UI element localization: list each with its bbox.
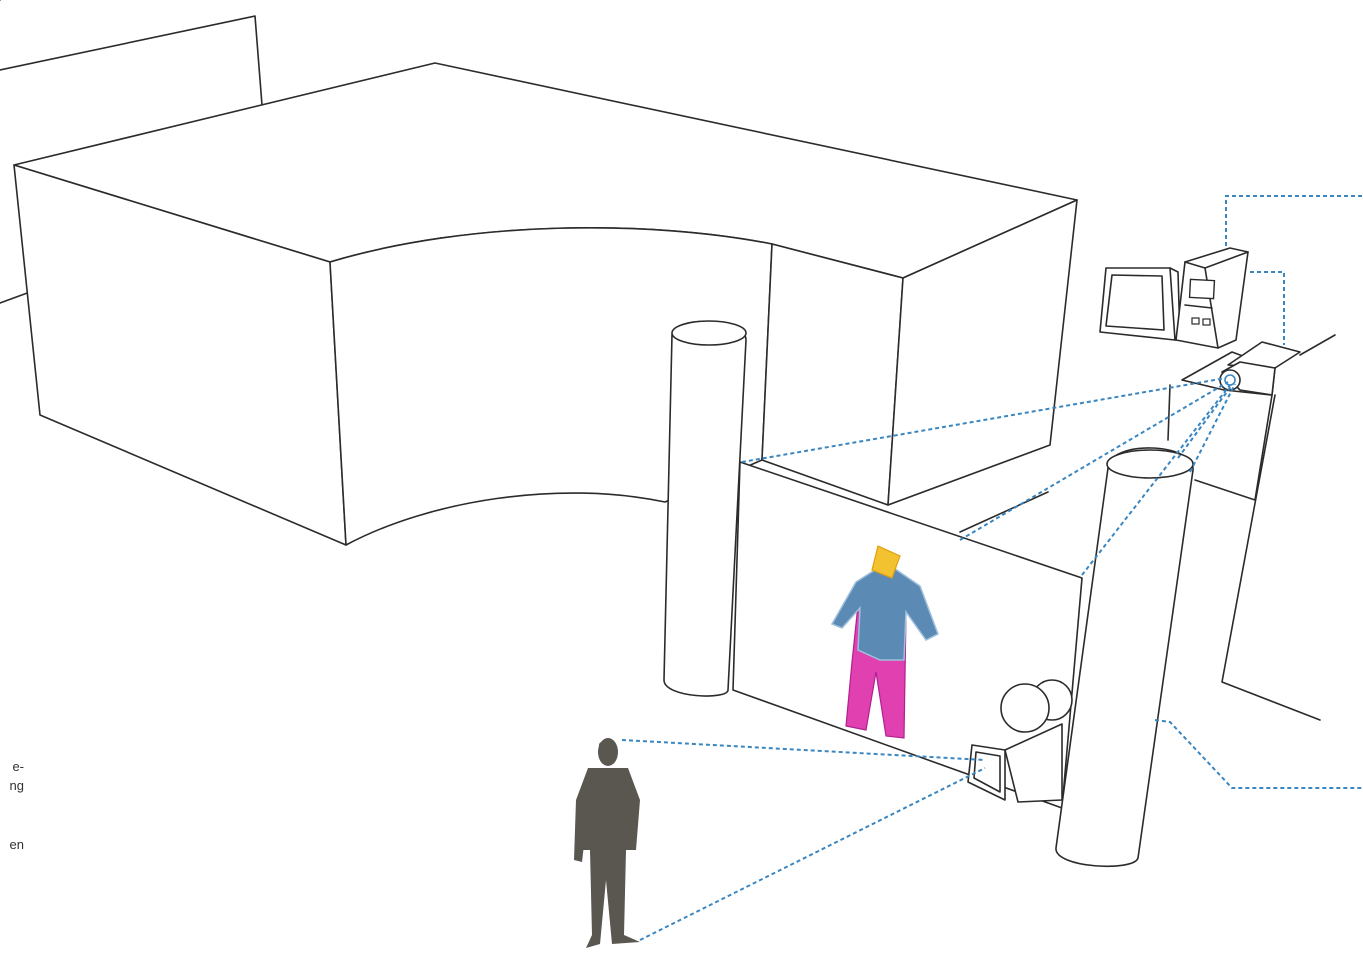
computer-tower-icon bbox=[1176, 248, 1248, 348]
pillar-icon bbox=[664, 321, 746, 696]
projector-icon bbox=[1182, 342, 1300, 395]
person-silhouette-icon bbox=[574, 738, 640, 948]
edge-text-2: ng bbox=[0, 777, 24, 794]
pillar-icon bbox=[1056, 448, 1193, 866]
edge-text-3: en bbox=[0, 836, 24, 853]
edge-text-1: e- bbox=[0, 758, 24, 775]
monitor-icon bbox=[1100, 268, 1180, 340]
building-icon bbox=[14, 63, 1077, 545]
